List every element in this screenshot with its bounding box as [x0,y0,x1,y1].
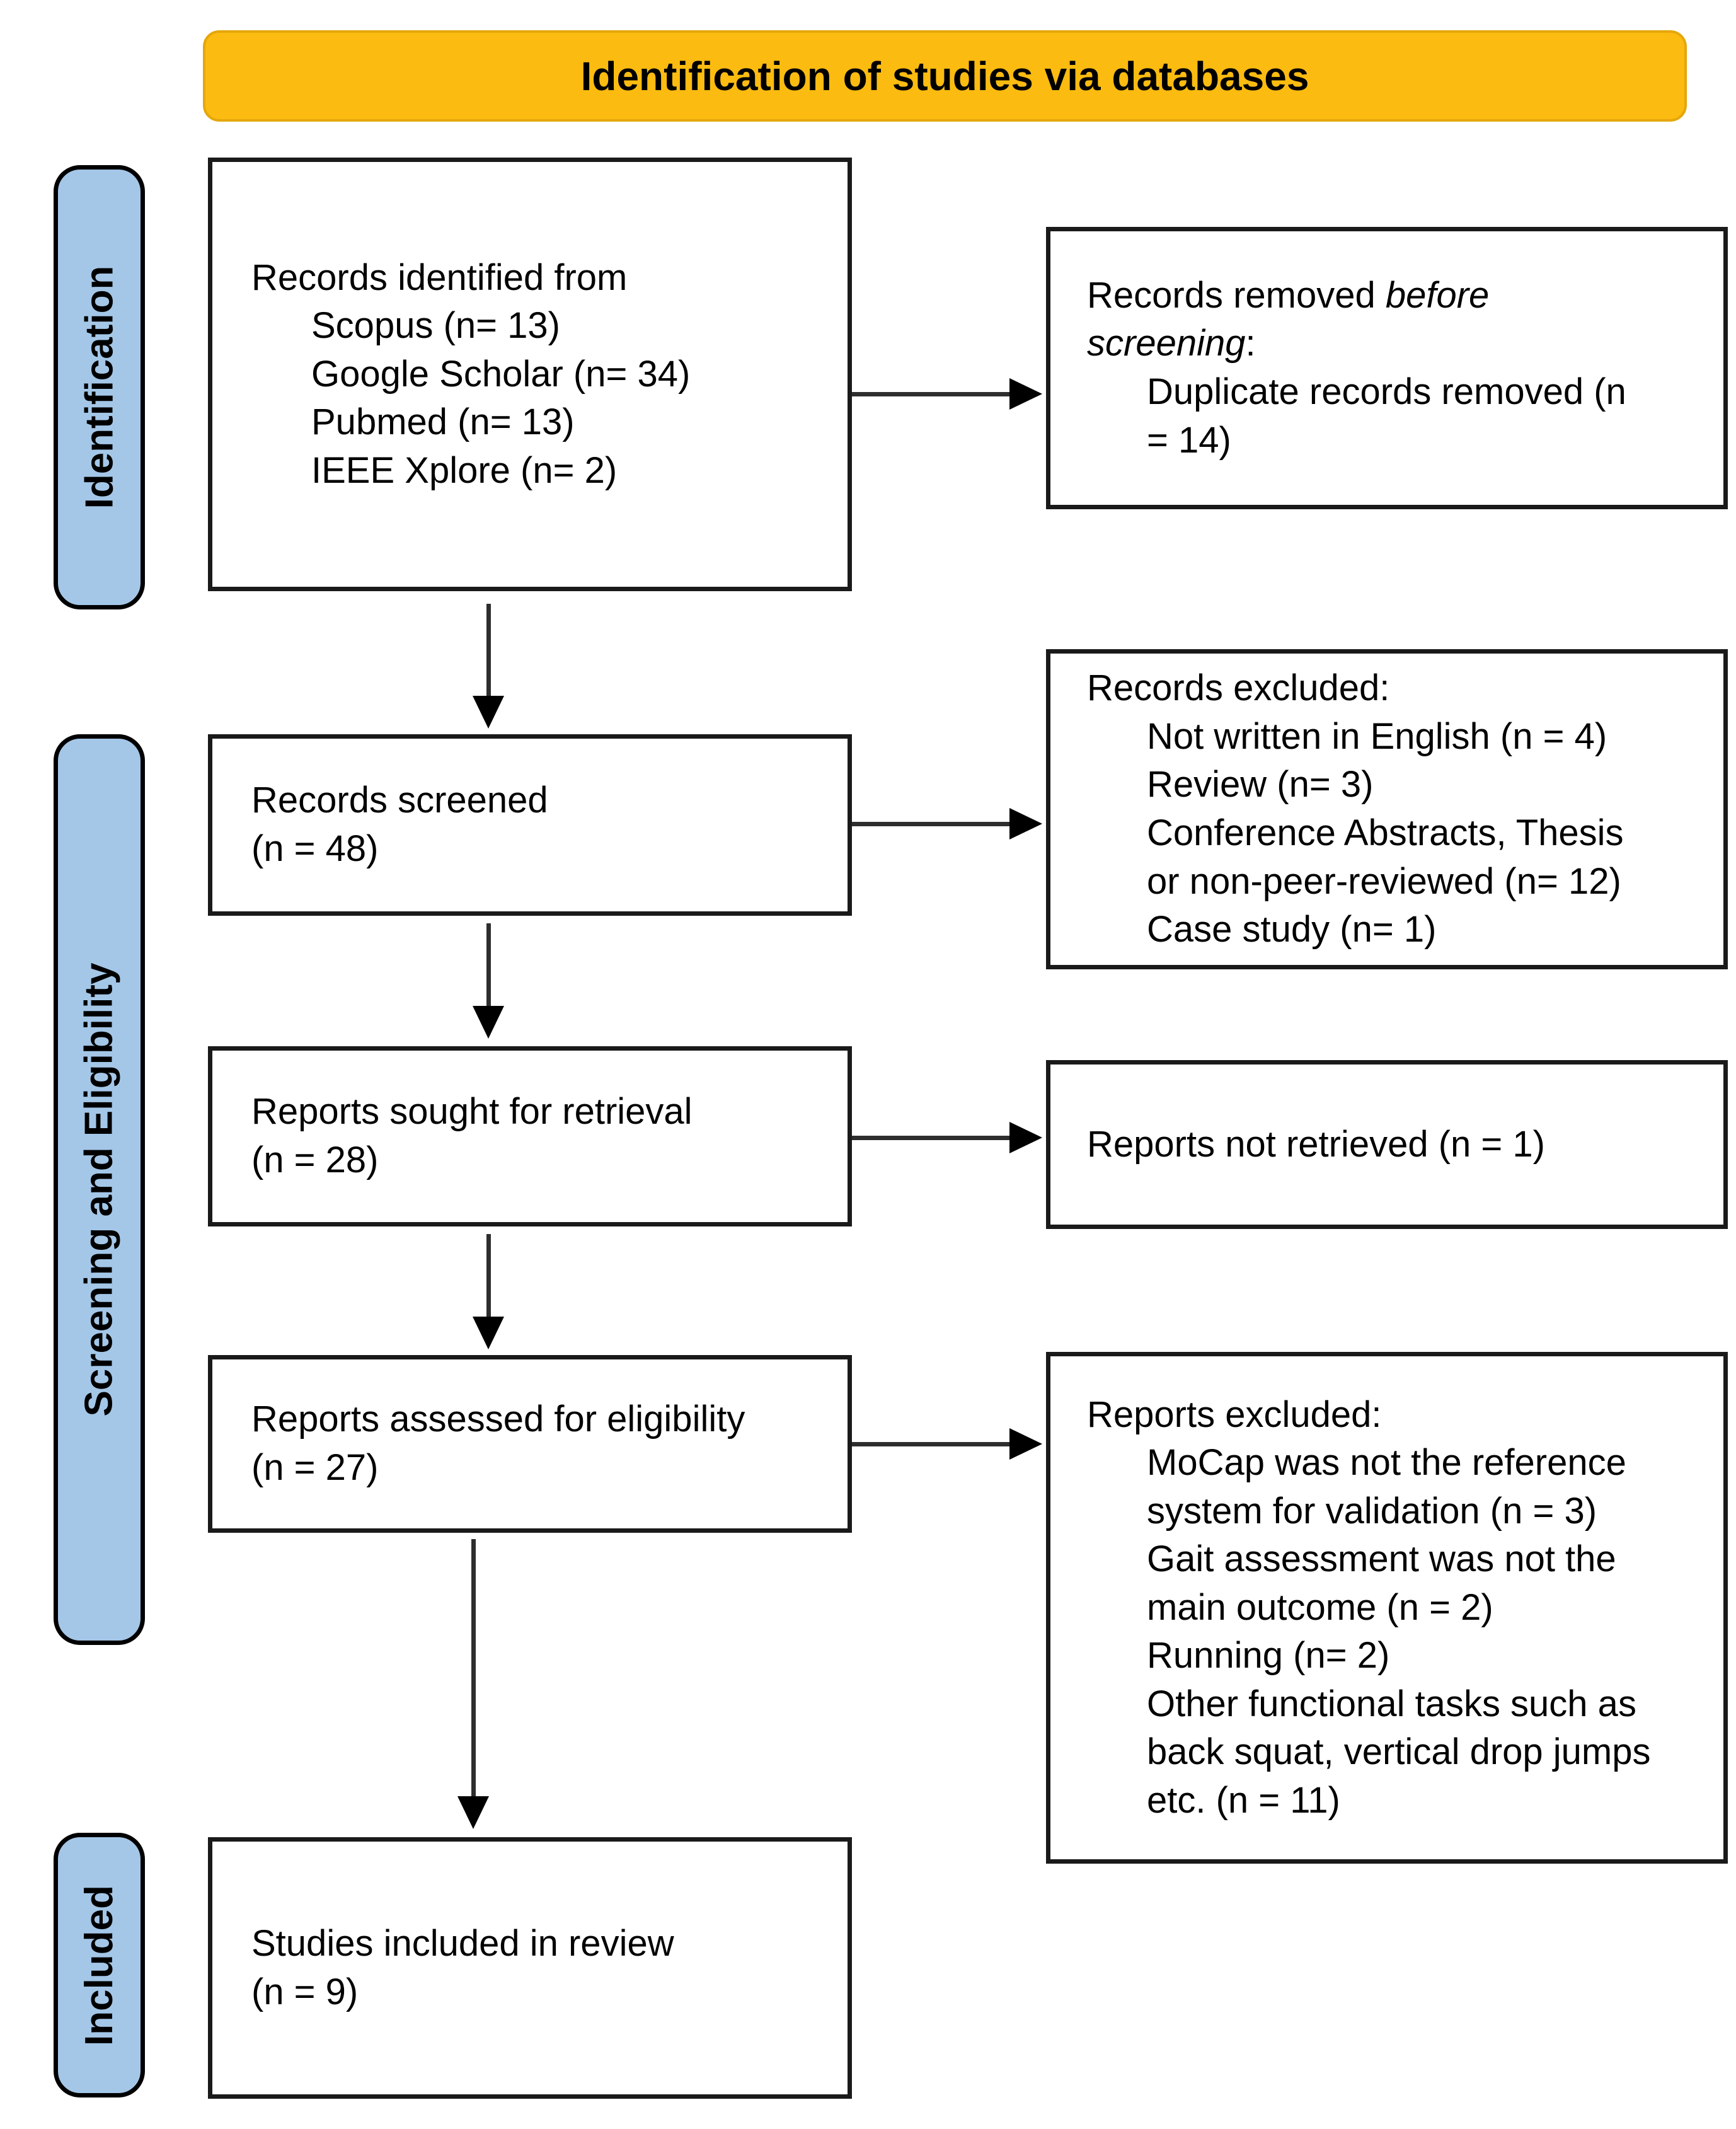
box-records-screened: Records screened (n = 48) [208,734,852,916]
stage-identification: Identification [54,165,145,609]
records-identified-item: IEEE Xplore (n= 2) [311,449,618,491]
records-removed-item: Duplicate records removed (n = 14) [1147,371,1626,461]
records-identified-item: Scopus (n= 13) [311,305,560,347]
reports-excluded-item: Running (n= 2) [1147,1635,1390,1676]
box-records-identified: Records identified from Scopus (n= 13) G… [208,158,852,591]
reports-assessed-title: Reports assessed for eligibility [251,1399,745,1440]
reports-excluded-item: MoCap was not the reference system for v… [1147,1442,1626,1532]
page-title: Identification of studies via databases [580,53,1309,99]
box-studies-included: Studies included in review (n = 9) [208,1837,852,2099]
reports-not-retrieved-title: Reports not retrieved (n = 1) [1087,1123,1545,1165]
stage-identification-label: Identification [78,265,121,509]
stage-screening-eligibility: Screening and Eligibility [54,734,145,1645]
box-records-excluded: Records excluded: Not written in English… [1046,649,1728,969]
records-identified-title: Records identified from [251,257,628,298]
studies-included-count: (n = 9) [251,1971,359,2012]
records-excluded-item: Case study (n= 1) [1147,909,1437,950]
records-excluded-item: Conference Abstracts, Thesis or non-peer… [1147,812,1624,902]
records-excluded-item: Review (n= 3) [1147,764,1374,805]
box-reports-sought: Reports sought for retrieval (n = 28) [208,1046,852,1226]
records-removed-title-italic: before screening [1087,274,1490,364]
arrow-identified-to-screened [473,604,504,729]
arrow-assessed-to-reports-excluded [852,1428,1042,1460]
stage-included: Included [54,1833,145,2097]
records-excluded-item: Not written in English (n = 4) [1147,715,1607,757]
reports-excluded-title: Reports excluded: [1087,1393,1382,1435]
studies-included-title: Studies included in review [251,1922,674,1964]
records-removed-title: Records removed before screening: [1087,272,1566,368]
reports-excluded-item: Gait assessment was not the main outcome… [1147,1538,1616,1628]
reports-sought-count: (n = 28) [251,1140,379,1180]
box-reports-excluded: Reports excluded: MoCap was not the refe… [1046,1352,1728,1864]
stage-included-label: Included [78,1884,121,2046]
arrow-sought-to-not-retrieved [852,1122,1042,1153]
arrow-assessed-to-included [457,1539,489,1829]
box-reports-not-retrieved: Reports not retrieved (n = 1) [1046,1060,1728,1229]
records-identified-item: Pubmed (n= 13) [311,401,575,443]
records-removed-title-prefix: Records removed [1087,274,1386,316]
stage-screening-eligibility-label: Screening and Eligibility [78,962,121,1417]
reports-assessed-count: (n = 27) [251,1447,379,1488]
records-screened-title: Records screened [251,780,548,821]
records-excluded-title: Records excluded: [1087,667,1390,709]
arrow-sought-to-assessed [473,1234,504,1349]
records-screened-count: (n = 48) [251,828,379,869]
box-reports-assessed: Reports assessed for eligibility (n = 27… [208,1355,852,1533]
title-banner: Identification of studies via databases [203,30,1687,122]
records-identified-item: Google Scholar (n= 34) [311,353,691,395]
reports-excluded-item: Other functional tasks such as back squa… [1147,1683,1651,1821]
arrow-identified-to-removed [852,378,1042,410]
box-records-removed: Records removed before screening: Duplic… [1046,227,1728,509]
arrow-screened-to-excluded [852,808,1042,839]
arrow-screened-to-sought [473,923,504,1039]
reports-sought-title: Reports sought for retrieval [251,1091,693,1133]
records-removed-title-suffix: : [1245,323,1256,364]
